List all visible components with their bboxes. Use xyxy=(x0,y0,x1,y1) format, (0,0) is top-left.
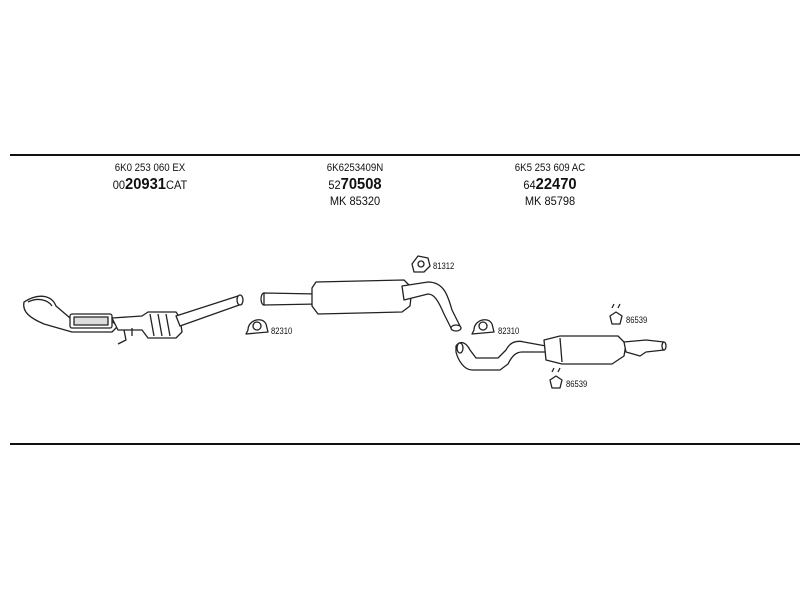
middle-part-main: 70508 xyxy=(340,176,382,193)
middle-oe-number: 6K6253409N xyxy=(326,162,384,174)
clamp-front-number: 82310 xyxy=(271,326,293,336)
clamp-icon-rear xyxy=(471,319,495,335)
middle-mk-number: MK 85320 xyxy=(329,194,381,208)
rear-part-main: 22470 xyxy=(535,176,577,193)
middle-part-number: 5270508 xyxy=(304,177,405,193)
rear-mk-number: MK 85798 xyxy=(524,194,576,208)
rear-part-number: 6422470 xyxy=(499,177,600,193)
bottom-divider xyxy=(10,443,800,445)
rubber-bottom-number: 86539 xyxy=(566,379,588,389)
rear-oe-number: 6K5 253 609 AC xyxy=(514,162,586,174)
front-part-suffix: CAT xyxy=(165,178,188,192)
middle-part-prefix: 52 xyxy=(328,178,341,192)
clamp-icon-front xyxy=(245,319,269,335)
rear-part-prefix: 64 xyxy=(523,178,536,192)
hanger-icon xyxy=(411,255,431,273)
front-oe-number: 6K0 253 060 EX xyxy=(114,162,186,174)
top-divider xyxy=(10,154,800,156)
rubber-top-number: 86539 xyxy=(626,315,648,325)
front-pipe-catalytic-converter xyxy=(23,294,244,345)
middle-silencer xyxy=(260,279,462,332)
front-part-prefix: 00 xyxy=(112,178,126,192)
rubber-mount-icon-top xyxy=(609,303,623,325)
front-part-main: 20931 xyxy=(125,176,166,193)
front-part-number: 0020931CAT xyxy=(99,177,200,193)
hanger-number: 81312 xyxy=(433,261,455,271)
rubber-mount-icon-bottom xyxy=(549,367,563,389)
clamp-rear-number: 82310 xyxy=(498,326,520,336)
rear-pipe-silencer xyxy=(455,335,667,371)
